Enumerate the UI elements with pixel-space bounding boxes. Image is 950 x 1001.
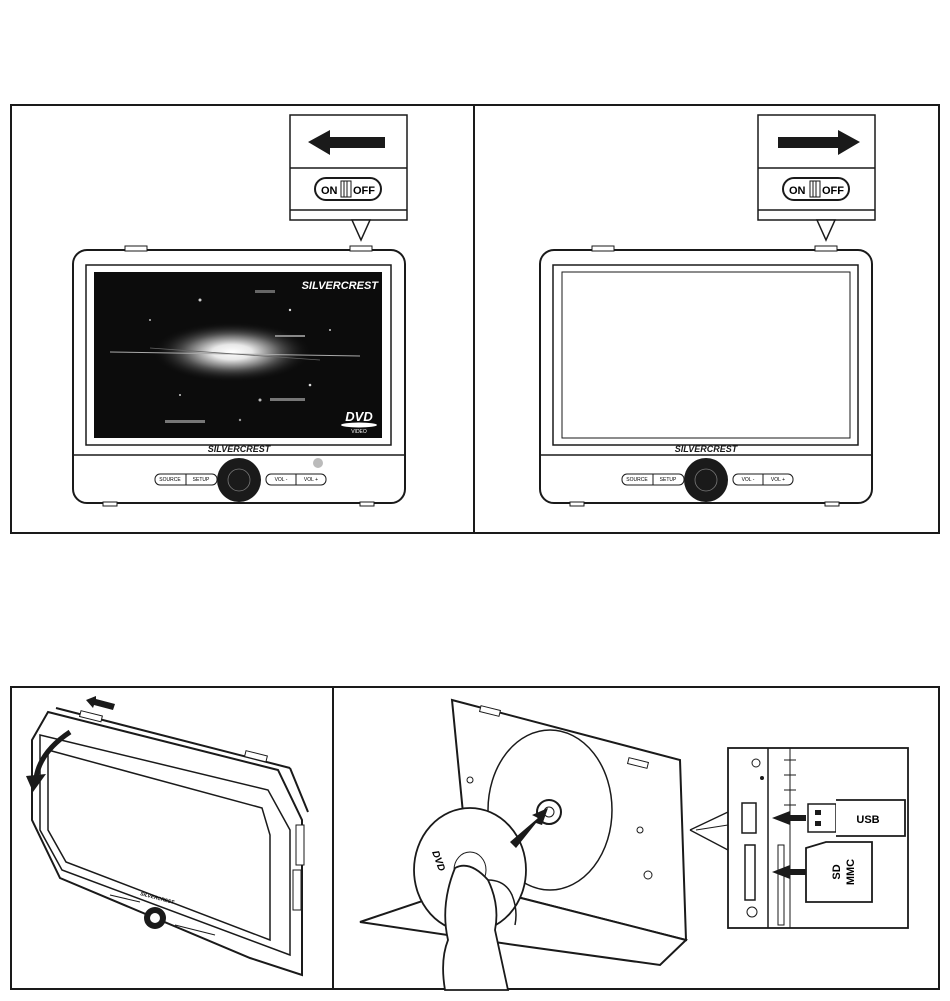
mmc-label: MMC — [845, 859, 857, 885]
vol-minus-label: VOL - — [275, 477, 288, 483]
vol-plus-label: VOL + — [771, 477, 785, 483]
power-led-icon — [313, 458, 323, 468]
bezel-brand-logo: SILVERCREST — [675, 444, 739, 454]
player-on-illustration: ON OFF SILVERCREST DVD VIDEO SILVERCREST… — [73, 115, 407, 506]
screen-brand-logo: SILVERCREST — [302, 280, 380, 292]
vol-plus-label: VOL + — [304, 477, 318, 483]
nav-pad-icon — [217, 458, 261, 502]
setup-button-label: SETUP — [193, 477, 210, 483]
switch-on-label: ON — [321, 185, 338, 197]
svg-text:VIDEO: VIDEO — [351, 429, 367, 435]
source-button-label: SOURCE — [626, 477, 648, 483]
setup-button-label: SETUP — [660, 477, 677, 483]
player-off-illustration: ON OFF SILVERCREST SOURCE SETUP VOL - VO… — [540, 115, 875, 506]
usb-label: USB — [856, 814, 879, 826]
switch-callout-right: ON OFF — [758, 115, 875, 240]
svg-text:DVD: DVD — [345, 409, 373, 424]
vol-minus-label: VOL - — [742, 477, 755, 483]
bezel-brand-logo: SILVERCREST — [208, 444, 272, 454]
usb-port — [742, 803, 756, 833]
nav-pad-icon — [684, 458, 728, 502]
open-lid-illustration: SILVERCREST — [26, 696, 308, 975]
sd-card-icon: SD MMC — [806, 842, 872, 902]
insert-media-illustration: DVD USB SD MMC — [360, 700, 908, 990]
switch-on-label: ON — [789, 185, 806, 197]
switch-off-label: OFF — [353, 185, 375, 197]
slide-arrow-icon — [86, 696, 115, 710]
card-slot — [745, 845, 755, 900]
usb-plug-icon: USB — [808, 800, 905, 836]
source-button-label: SOURCE — [159, 477, 181, 483]
sd-label: SD — [831, 864, 843, 879]
switch-callout-left: ON OFF — [290, 115, 407, 240]
screen-off — [562, 272, 850, 438]
switch-off-label: OFF — [822, 185, 844, 197]
